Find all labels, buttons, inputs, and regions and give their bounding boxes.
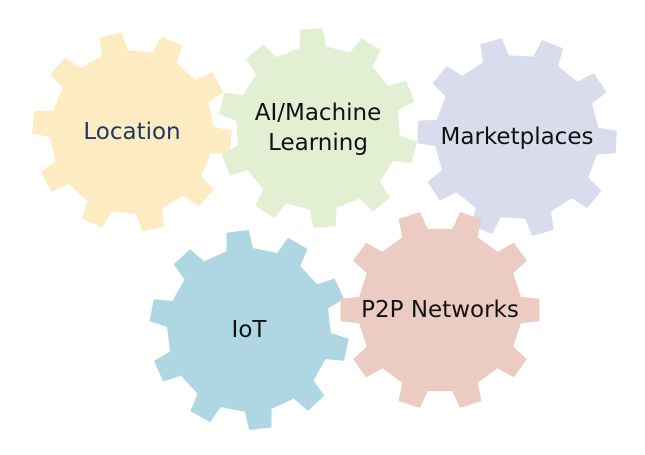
gear-ai-ml-label-line: Learning [268,130,368,156]
gear-location: Location [32,32,232,232]
gear-iot-shape [149,230,349,430]
gear-location-shape [32,32,232,232]
gear-marketplaces: Marketplaces [417,38,617,236]
gear-p2p-networks: P2P Networks [340,212,540,408]
gear-p2p-networks-shape [340,212,540,408]
gear-iot-label: IoT [232,317,268,343]
gear-location-label: Location [83,119,180,145]
gear-p2p-networks-label-line: P2P Networks [361,297,519,323]
gear-iot: IoT [149,230,349,430]
gear-location-label-line: Location [83,119,180,145]
gear-iot-label-line: IoT [232,317,268,343]
gear-ai-ml-shape [218,28,418,228]
gear-marketplaces-label: Marketplaces [441,124,594,150]
gear-marketplaces-label-line: Marketplaces [441,124,594,150]
gear-marketplaces-shape [417,38,617,236]
gear-ai-ml-label-line: AI/Machine [255,100,382,126]
gear-p2p-networks-label: P2P Networks [361,297,519,323]
